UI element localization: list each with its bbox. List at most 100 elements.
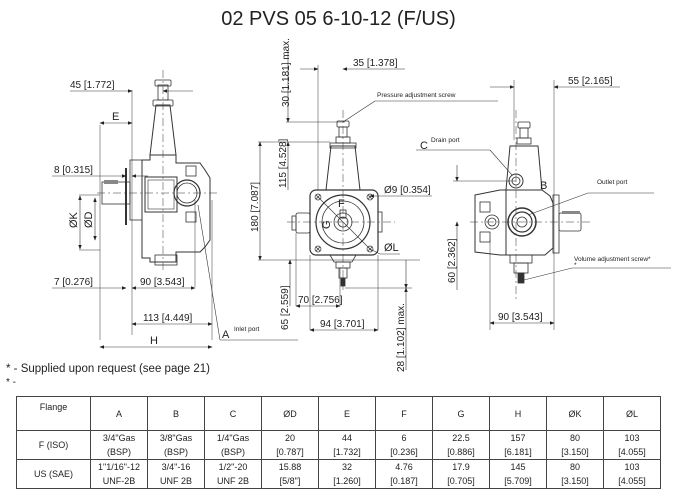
table-cell: 103 [4.055]: [603, 430, 661, 460]
dim-90-right: 90 [3.543]: [498, 312, 543, 323]
label-volume-star: *: [574, 262, 577, 269]
cell-line: [5/8"]: [279, 476, 301, 486]
cell-line: 80: [569, 433, 580, 443]
table-cell: 15.88 [5/8"]: [261, 459, 319, 489]
cell-line: 80: [569, 462, 580, 472]
cell-line: 6: [401, 433, 407, 443]
cell-line: 145: [510, 462, 526, 472]
table-cell: 17.9[0.705]: [432, 459, 490, 489]
cell-line: 103: [624, 433, 640, 443]
cell-line: 22.5: [452, 433, 470, 443]
cell-line: [4.055]: [618, 447, 646, 457]
table-header-row: Flange A B C ØD E F G H ØK ØL: [16, 396, 661, 431]
note-star: * -: [6, 377, 16, 388]
cell-line: 103: [624, 462, 640, 472]
right-view: [416, 80, 671, 330]
label-volume-adjustment-screw: Volume adjustment screw*: [574, 256, 651, 263]
technical-drawing: 45 [1.772] E 8 [0.315] ØK ØD 7 [0.276] 9…: [52, 38, 671, 372]
cell-line: (BSP): [220, 447, 245, 457]
cell-line: 3/8"Gas: [159, 433, 193, 443]
cell-line: [3.150]: [561, 476, 589, 486]
header-g: G: [432, 396, 490, 431]
cell-line: 4.76: [395, 462, 413, 472]
cell-line: [6.181]: [504, 447, 532, 457]
table-cell: 103 [4.055]: [603, 459, 661, 489]
table-cell: 4.76 [0.187]: [375, 459, 433, 489]
cell-line: 3/4"-16: [161, 462, 191, 472]
cell-line: 17.9: [452, 462, 470, 472]
header-f: F: [375, 396, 433, 431]
table-cell: 6 [0.236]: [375, 430, 433, 460]
header-c: C: [204, 396, 262, 431]
cell-line: 1/4"Gas: [216, 433, 250, 443]
pump-body-left: [101, 79, 211, 266]
pump-body-right: [474, 121, 582, 284]
dim-94: 94 [3.701]: [320, 319, 365, 330]
dim-8: 8 [0.315]: [54, 165, 93, 176]
dimension-table: Flange A B C ØD E F G H ØK ØL F (ISO) 3/…: [16, 396, 661, 489]
label-inlet-port: Inlet port: [234, 326, 259, 333]
cell-line: [0.236]: [390, 447, 418, 457]
dim-9-hole: Ø9 [0.354]: [384, 185, 431, 196]
dim-d: ØD: [83, 211, 95, 228]
cell-line: UNF 2B: [159, 476, 192, 486]
drawing-title: 02 PVS 05 6-10-12 (F/US): [221, 8, 456, 30]
table-cell: 32 [1.260]: [318, 459, 376, 489]
cell-line: [1.260]: [333, 476, 361, 486]
header-e: E: [318, 396, 376, 431]
dim-65: 65 [2.559]: [280, 285, 291, 330]
label-pressure-adjustment-screw: Pressure adjustment screw: [377, 92, 456, 99]
cell-line: [4.055]: [618, 476, 646, 486]
table-cell: 1/4"Gas (BSP): [204, 430, 262, 460]
center-view: [258, 50, 498, 370]
left-view: [52, 70, 298, 349]
header-d: ØD: [261, 396, 319, 431]
dim-c: C: [420, 140, 428, 152]
dim-35: 35 [1.378]: [353, 58, 398, 69]
header-h: H: [489, 396, 547, 431]
cell-line: 44: [341, 433, 352, 443]
header-a: A: [90, 396, 148, 431]
cell-line: [3.150]: [561, 447, 589, 457]
cell-line: [1.732]: [333, 447, 361, 457]
table-cell: 3/8"Gas(BSP): [147, 430, 205, 460]
cell-line: [5.709]: [504, 476, 532, 486]
dim-f: F: [338, 198, 345, 210]
dim-90-left: 90 [3.543]: [140, 277, 185, 288]
cell-line: 3/4"Gas: [102, 433, 136, 443]
cell-line: 32: [341, 462, 352, 472]
dim-70: 70 [2.756]: [298, 295, 343, 306]
cell-line: UNF-2B: [102, 476, 136, 486]
table-cell: 3/4"Gas (BSP): [90, 430, 148, 460]
cell-line: 15.88: [278, 462, 302, 472]
table-cell: 80 [3.150]: [546, 430, 604, 460]
cell-line: (BSP): [106, 447, 131, 457]
dim-l: ØL: [384, 242, 399, 254]
table-row: F (ISO) 3/4"Gas(BSP) 3/8"Gas(BSP) 1/4"Ga…: [16, 430, 661, 460]
table-cell: 145 [5.709]: [489, 459, 547, 489]
dim-e: E: [112, 111, 119, 123]
dim-7: 7 [0.276]: [54, 277, 93, 288]
note-supplied-upon-request: * - Supplied upon request (see page 21): [6, 363, 210, 375]
table-cell: 80 [3.150]: [546, 459, 604, 489]
dim-55: 55 [2.165]: [568, 76, 613, 87]
dim-28-max: 28 [1.102] max.: [396, 303, 407, 372]
flange-cell: F (ISO): [16, 430, 91, 460]
label-drain-port: Drain port: [431, 137, 460, 144]
cell-line: [0.886]: [447, 447, 475, 457]
cell-line: [0.187]: [390, 476, 418, 486]
cell-line: 1"1/16"-12: [98, 462, 140, 472]
dim-180: 180 [7.087]: [250, 182, 261, 232]
dim-30-max: 30 [1.181] max.: [281, 38, 292, 107]
cell-line: [0.787]: [276, 447, 304, 457]
dim-45: 45 [1.772]: [70, 80, 115, 91]
label-outlet-port: Outlet port: [597, 179, 628, 186]
dim-115: 115 [4.528]: [278, 138, 289, 188]
header-b: B: [147, 396, 205, 431]
dim-a: A: [222, 329, 230, 341]
cell-line: UNF 2B: [216, 476, 249, 486]
